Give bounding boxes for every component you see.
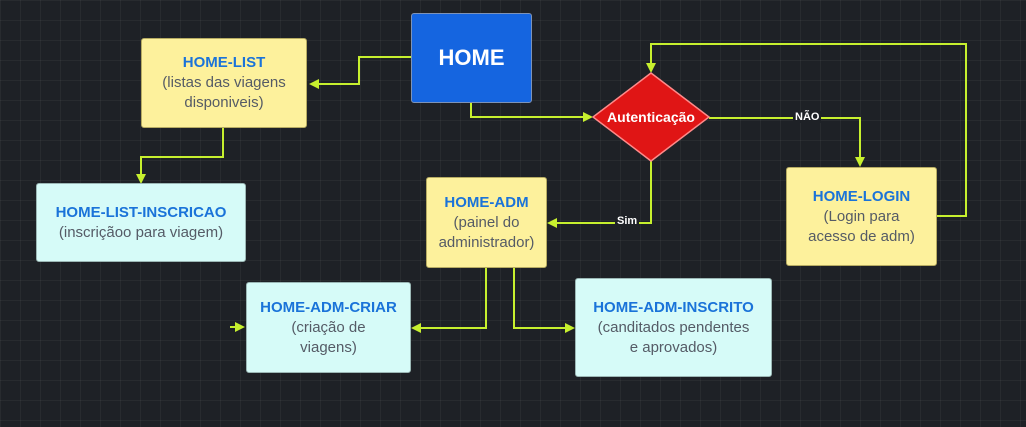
node-home-login[interactable]: HOME-LOGIN (Login para acesso de adm) (786, 167, 937, 266)
node-home-adm-title: HOME-ADM (444, 193, 529, 211)
node-home-login-title: HOME-LOGIN (812, 187, 911, 205)
node-home-list-inscricao-title: HOME-LIST-INSCRICAO (55, 203, 227, 221)
edge-home-to-home-list (309, 56, 411, 89)
node-autenticacao-label: Autenticação (607, 109, 695, 125)
node-home-login-desc: (Login para acesso de adm) (808, 207, 915, 245)
node-home-adm-inscrito-desc: (canditados pendentes e aprovados) (597, 318, 750, 356)
node-home-title: HOME (438, 45, 505, 70)
edge-adm-to-criar (411, 268, 487, 333)
node-home-list-inscricao-desc: (inscriçãoo para viagem) (58, 223, 224, 241)
node-home-adm-desc: (painel do administrador) (438, 213, 535, 251)
node-home-list-desc: (listas das viagens disponiveis) (162, 74, 286, 111)
node-home-adm[interactable]: HOME-ADM (painel do administrador) (426, 177, 547, 268)
node-home-adm-criar[interactable]: HOME-ADM-CRIAR (criação de viagens) (246, 282, 411, 373)
node-home-list-inscricao[interactable]: HOME-LIST-INSCRICAO (inscriçãoo para via… (36, 183, 246, 262)
node-home-adm-inscrito[interactable]: HOME-ADM-INSCRITO (canditados pendentes … (575, 278, 772, 377)
edge-home-to-autenticacao (470, 103, 593, 122)
node-home-adm-criar-title: HOME-ADM-CRIAR (260, 298, 397, 316)
edge-login-back-to-autenticacao (646, 43, 967, 217)
autenticacao-diamond (591, 72, 711, 162)
node-home[interactable]: HOME (411, 13, 532, 103)
node-home-adm-inscrito-title: HOME-ADM-INSCRITO (593, 298, 754, 316)
node-home-adm-criar-desc: (criação de viagens) (291, 318, 366, 356)
node-home-list[interactable]: HOME-LIST (listas das viagens disponivei… (141, 38, 307, 128)
edge-autenticacao-to-login (709, 117, 865, 167)
edge-adm-to-inscrito (513, 268, 575, 333)
edge-home-list-to-inscricao (136, 128, 224, 184)
edge-label-sim: Sim (615, 215, 640, 227)
edge-autenticacao-to-adm (547, 160, 652, 228)
node-home-list-title: HOME-LIST (182, 54, 266, 71)
edge-label-nao: NÃO (793, 111, 822, 123)
